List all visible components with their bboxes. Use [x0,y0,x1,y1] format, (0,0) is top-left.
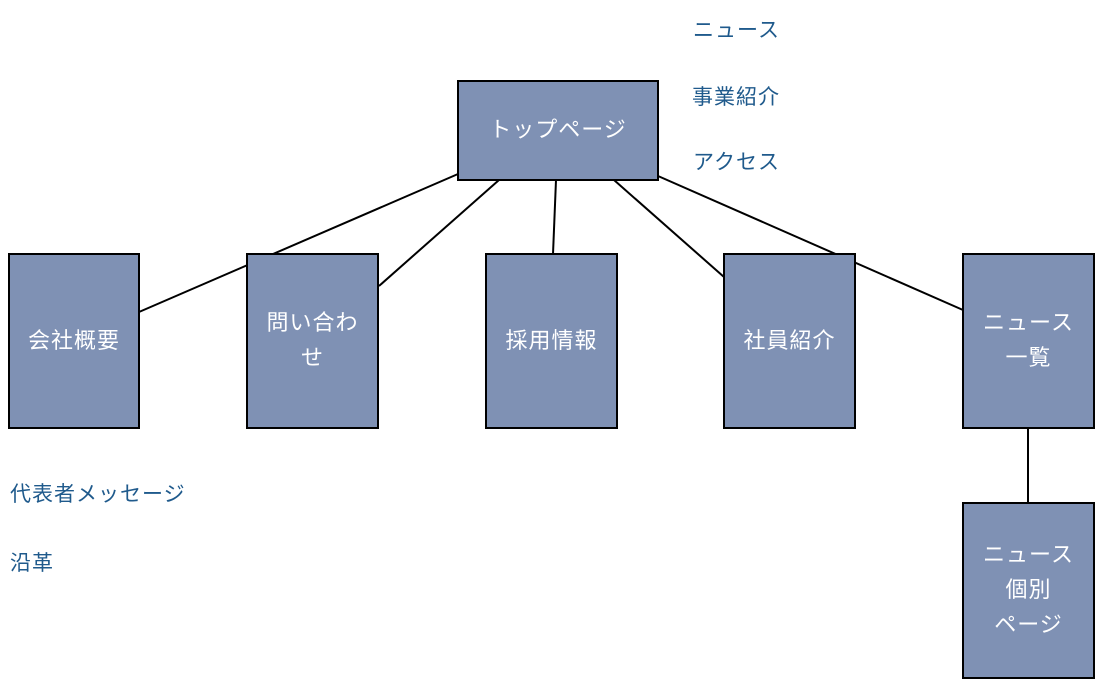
node-company-overview: 会社概要 [8,253,140,429]
node-recruit-info: 採用情報 [485,253,618,429]
connector-top-recruit [552,179,557,255]
note-business-intro: 事業紹介 [692,85,780,109]
note-news: ニュース [693,18,780,42]
node-top-page: トップページ [457,80,659,181]
node-staff-intro: 社員紹介 [723,253,856,429]
connector-top-company [138,173,459,313]
note-access: アクセス [693,150,780,174]
connector-top-news-list [657,175,964,311]
node-news-detail: ニュース 個別 ページ [962,502,1095,679]
node-contact: 問い合わ せ [246,253,379,429]
note-history: 沿革 [10,551,54,575]
connector-top-contact [378,179,500,287]
node-news-list: ニュース 一覧 [962,253,1095,429]
note-ceo-message: 代表者メッセージ [10,482,186,506]
connector-top-staff [613,179,725,278]
